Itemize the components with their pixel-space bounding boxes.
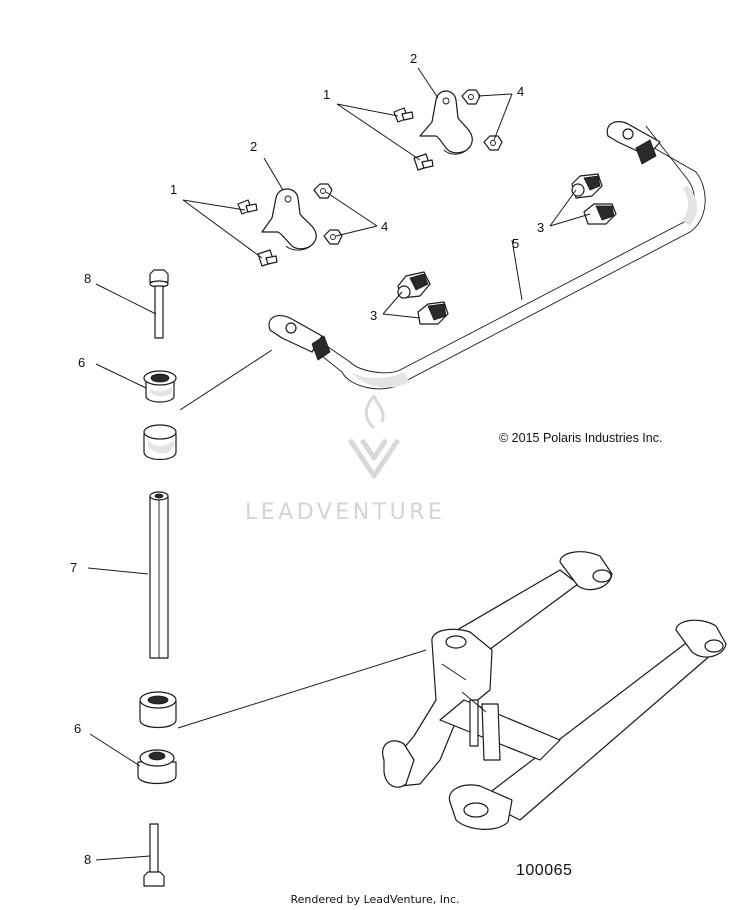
bar-clip-3-upper-b (583, 203, 617, 225)
callout-bolt-upper: 8 (84, 271, 91, 286)
callout-nut-left: 4 (381, 219, 388, 234)
callout-bolt-right: 1 (323, 87, 330, 102)
callout-bolt-left: 1 (170, 182, 177, 197)
clamp-bracket-left (261, 188, 317, 251)
bar-clip-3-upper-a (571, 173, 603, 199)
callout-nut-right: 4 (517, 84, 524, 99)
callout-clip-upper: 3 (537, 220, 544, 235)
callout-stabilizer-bar: 5 (512, 236, 519, 251)
hex-bolt-8-upper (149, 269, 169, 339)
flange-bolt-1d (413, 153, 434, 171)
callouts: 1 1 2 2 3 3 4 4 5 6 6 7 8 8 (70, 51, 544, 867)
link-rod-7 (149, 491, 169, 659)
flange-nut-4d (483, 135, 503, 151)
bar-clip-3-lower-a (397, 271, 431, 299)
leadventure-watermark-logo (347, 394, 401, 479)
watermark-text: LEADVENTURE (245, 500, 446, 525)
copyright-notice: © 2015 Polaris Industries Inc. (499, 431, 663, 445)
flange-nut-4b (323, 229, 343, 245)
flange-bolt-1a (237, 199, 258, 215)
flange-nut-4c (461, 89, 481, 105)
stabilizer-bar (268, 121, 706, 390)
diagram-number: 100065 (516, 862, 573, 879)
clamp-bracket-right (419, 90, 473, 155)
flange-bolt-1b (257, 249, 278, 267)
leader-lines (87, 67, 591, 861)
callout-bracket-left: 2 (250, 139, 257, 154)
callout-bushing-upper: 6 (78, 355, 85, 370)
callout-link-rod: 7 (70, 560, 77, 575)
rendered-by-footer: Rendered by LeadVenture, Inc. (290, 893, 460, 906)
bushing-6-lower-mate (139, 691, 177, 729)
flange-bolt-1c (393, 107, 414, 123)
flange-nut-4a (313, 183, 333, 199)
callout-bolt-lower: 8 (84, 852, 91, 867)
callout-bushing-lower: 6 (74, 721, 81, 736)
bushing-6-lower (137, 749, 177, 785)
a-arm-assembly (382, 551, 727, 830)
callout-bracket-right: 2 (410, 51, 417, 66)
callout-clip-lower: 3 (370, 308, 377, 323)
hex-bolt-8-lower (143, 823, 165, 887)
bushing-6-upper-mate (143, 424, 177, 461)
bushing-6-upper (143, 370, 177, 403)
bar-clip-3-lower-b (417, 301, 449, 325)
